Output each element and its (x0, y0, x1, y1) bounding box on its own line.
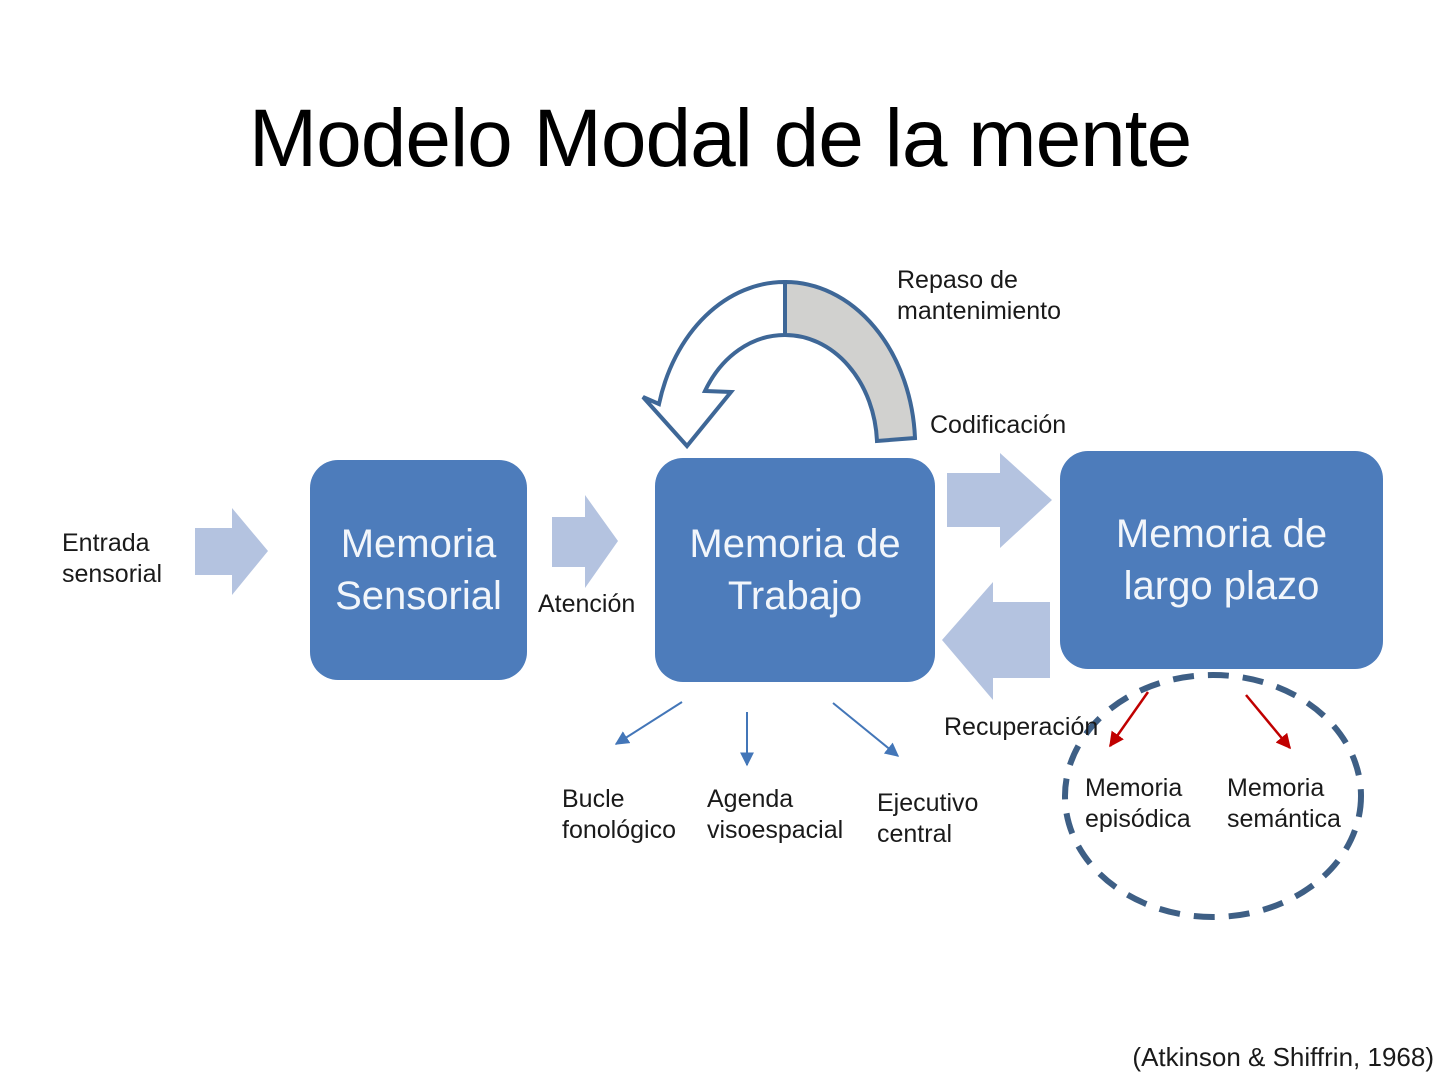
encoding-arrow-icon (947, 453, 1052, 548)
sensory-input-label: Entrada sensorial (62, 528, 162, 590)
visuospatial-sketchpad-label-line1: Agenda (707, 785, 794, 813)
sensory-input-label-line1: Entrada (62, 529, 150, 557)
sensory-memory-label-line1: Memoria (340, 522, 497, 566)
central-executive-label: Ejecutivo central (877, 788, 978, 850)
rehearsal-arch-arrow-icon (641, 279, 787, 450)
episodic-memory-label: Memoria episódica (1085, 773, 1191, 835)
retrieval-arrow-icon (942, 582, 1050, 700)
rehearsal-arch-tail-icon (783, 279, 918, 444)
attention-label: Atención (538, 590, 636, 618)
attention-arrow-icon (552, 495, 618, 588)
visuospatial-sketchpad-label-line2: visoespacial (707, 816, 844, 844)
citation: (Atkinson & Shiffrin, 1968) (1132, 1042, 1434, 1072)
sensory-memory-label-line2: Sensorial (335, 574, 502, 618)
working-memory-label-line2: Trabajo (727, 574, 863, 618)
episodic-memory-label-line1: Memoria (1085, 774, 1183, 802)
sensory-memory-box: Memoria Sensorial (310, 460, 527, 680)
arrow-to-phonological-loop-icon (614, 701, 683, 745)
encoding-label: Codificación (930, 411, 1067, 439)
maintenance-rehearsal-label-line1: Repaso de (897, 266, 1018, 294)
central-executive-label-line1: Ejecutivo (877, 789, 979, 817)
arrow-to-episodic-memory-icon (1108, 691, 1150, 748)
working-memory-box: Memoria de Trabajo (655, 458, 935, 682)
semantic-memory-label-line1: Memoria (1227, 774, 1325, 802)
arrow-to-semantic-memory-icon (1245, 694, 1291, 750)
working-memory-label-line1: Memoria de (689, 522, 901, 566)
long-term-memory-label-line1: Memoria de (1115, 512, 1328, 556)
maintenance-rehearsal-label: Repaso de mantenimiento (897, 265, 1061, 327)
phonological-loop-label-line1: Bucle (562, 785, 625, 813)
semantic-memory-label-line2: semántica (1227, 805, 1341, 833)
phonological-loop-label: Bucle fonológico (562, 784, 676, 846)
long-term-subsystems-ellipse-icon (1062, 672, 1364, 920)
central-executive-label-line2: central (877, 820, 953, 848)
sensory-input-label-line2: sensorial (62, 560, 163, 588)
sensory-input-arrow-icon (195, 508, 268, 595)
episodic-memory-label-line2: episódica (1085, 805, 1191, 833)
semantic-memory-label: Memoria semántica (1227, 773, 1341, 835)
page-title: Modelo Modal de la mente (248, 93, 1192, 184)
phonological-loop-label-line2: fonológico (562, 816, 676, 844)
maintenance-rehearsal-label-line2: mantenimiento (897, 297, 1061, 325)
visuospatial-sketchpad-label: Agenda visoespacial (707, 784, 843, 846)
retrieval-label: Recuperación (944, 713, 1099, 741)
arrow-to-central-executive-icon (832, 702, 900, 757)
long-term-memory-box: Memoria de largo plazo (1060, 451, 1383, 669)
long-term-memory-label-line2: largo plazo (1123, 564, 1320, 608)
